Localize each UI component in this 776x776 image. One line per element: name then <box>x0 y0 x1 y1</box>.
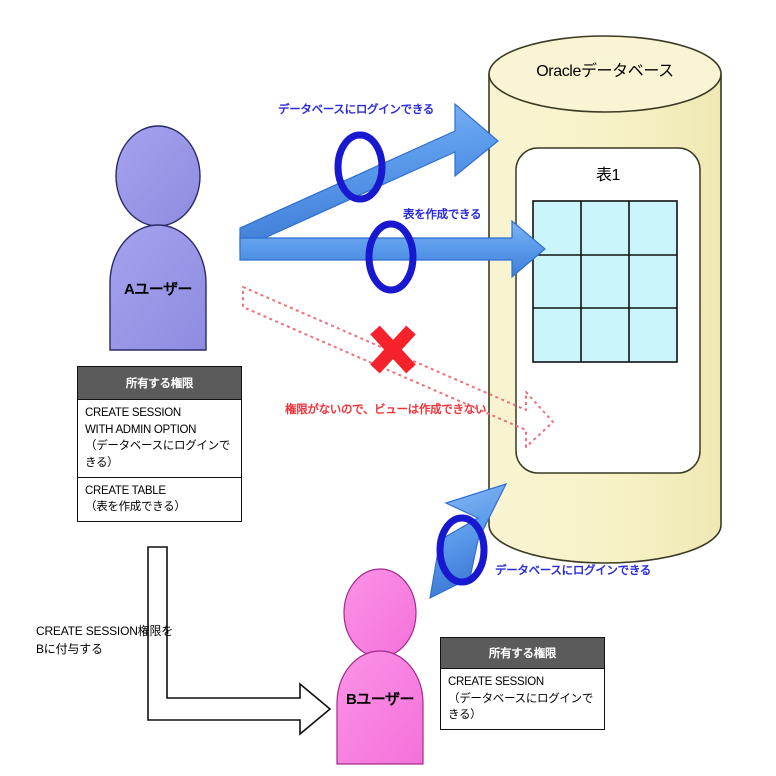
user-b-label: Bユーザー <box>345 691 415 708</box>
arrow-b-login <box>429 482 508 600</box>
arrow-a-login <box>239 102 499 250</box>
x-mark-denied <box>370 325 416 374</box>
annotation-a-create-table: 表を作成できる <box>403 209 482 221</box>
privileges-b-header: 所有する権限 <box>441 638 604 669</box>
privileges-table-a: 所有する権限 CREATE SESSION WITH ADMIN OPTION … <box>77 366 242 523</box>
privileges-a-row-1: CREATE TABLE （表を作成できる） <box>85 484 186 514</box>
circle-mark-a-create-table <box>365 220 417 294</box>
table1-grid <box>532 200 678 363</box>
user-b-figure <box>336 568 424 765</box>
circle-mark-b-login <box>436 514 488 586</box>
user-a-figure <box>109 125 207 351</box>
database-title: Oracleデータベース <box>536 63 674 80</box>
privileges-a-header: 所有する権限 <box>78 367 241 400</box>
arrow-grant-privilege <box>147 546 332 736</box>
privileges-a-row-0: CREATE SESSION WITH ADMIN OPTION （データベース… <box>78 400 241 478</box>
table1-title: 表1 <box>595 167 621 184</box>
circle-mark-a-login <box>334 131 386 203</box>
user-a-label: Aユーザー <box>123 281 193 298</box>
privileges-table-b: 所有する権限 CREATE SESSION （データベースにログインできる） <box>440 637 605 731</box>
annotation-view-denied: 権限がないので、ビューは作成できない <box>285 404 487 416</box>
arrow-view-denied <box>242 286 554 448</box>
annotation-a-login: データベースにログインできる <box>278 104 434 116</box>
annotation-grant-privilege: CREATE SESSION権限を Bに付与する <box>36 624 174 656</box>
arrow-a-create-table <box>239 219 546 279</box>
privileges-b-row-0: CREATE SESSION （データベースにログインできる） <box>448 676 594 722</box>
annotation-b-login: データベースにログインできる <box>495 565 651 577</box>
